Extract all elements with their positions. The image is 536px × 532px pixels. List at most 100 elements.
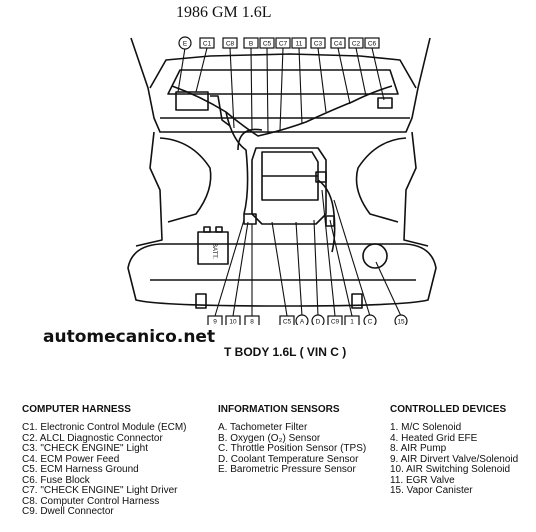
legend-item: 15. Vapor Canister [390, 485, 473, 496]
top-callout-label: C5 [263, 41, 272, 48]
top-callout-marker [178, 36, 192, 50]
valve-cover [261, 151, 319, 201]
top-callout-marker [222, 37, 238, 49]
right-strut-tower [355, 137, 407, 223]
legend-heading: CONTROLLED DEVICES [390, 404, 507, 415]
bottom-callout-label: 9 [213, 319, 217, 326]
top-callout-marker [291, 37, 307, 49]
harness-loop [237, 128, 263, 151]
tow-hook-right [351, 293, 363, 309]
bottom-callout-marker [363, 314, 377, 325]
legend-item: C7. "CHECK ENGINE" Light Driver [22, 485, 178, 496]
top-callout-marker [243, 37, 259, 49]
diagram-title: 1986 GM 1.6L [176, 4, 272, 21]
top-callout-label: 11 [296, 41, 303, 48]
bottom-callout-marker [327, 315, 343, 325]
top-callout-row: E C1 C8 B C5 C7 11 C3 C4 C2 C6 [178, 36, 380, 50]
legend-item: C5. ECM Harness Ground [22, 464, 139, 475]
top-callout-label: B [249, 41, 253, 48]
bottom-callout-marker [244, 315, 260, 325]
bottom-callout-label: C9 [331, 319, 340, 326]
bottom-callout-label: 1 [350, 319, 354, 326]
legend-item: C. Throttle Position Sensor (TPS) [218, 443, 367, 454]
legend-item: 9. AIR Dirvert Valve/Solenoid [390, 453, 519, 465]
engine-block [251, 147, 327, 225]
battery-label: BATT. [211, 243, 217, 259]
legend-item: 4. Heated Grid EFE [390, 432, 478, 444]
ecm-harness [210, 95, 231, 127]
diagram-subtitle: T BODY 1.6L ( VIN C ) [224, 345, 347, 359]
bottom-callout-marker [394, 314, 408, 325]
firewall-line [149, 53, 417, 89]
top-callout-marker [310, 37, 326, 49]
bottom-callout-label: D [316, 319, 321, 326]
top-callout-label: C8 [226, 41, 235, 48]
top-callout-marker [364, 37, 380, 49]
top-leaders [177, 47, 385, 135]
top-callout-label: C1 [203, 41, 212, 48]
legend-item: D. Coolant Temperature Sensor [218, 453, 359, 465]
legend-item: 11. EGR Valve [390, 474, 455, 486]
harness-branch-left [225, 111, 249, 215]
bottom-callout-marker [311, 314, 325, 325]
bottom-callout-label: C5 [283, 319, 292, 326]
bottom-callout-label: 10 [229, 319, 237, 326]
top-callout-marker [275, 37, 291, 49]
bottom-callout-marker [295, 314, 309, 325]
left-strut-tower [159, 137, 212, 223]
top-callout-marker [199, 37, 215, 49]
legend-computer-harness: COMPUTER HARNESS C1. Electronic Control … [22, 404, 187, 518]
watermark-text: automecanico.net [43, 327, 216, 347]
cowl-outline [130, 37, 431, 133]
legend-item: A. Tachometer Filter [218, 422, 308, 433]
legend-item: B. Oxygen (O₂) Sensor [218, 432, 321, 444]
bottom-callout-label: 15 [397, 319, 405, 326]
top-callout-label: C7 [279, 41, 288, 48]
bottom-callout-label: C [368, 319, 373, 326]
legend-item: C6. Fuse Block [22, 474, 90, 486]
sensor-connector [315, 171, 327, 183]
front-bumper [127, 243, 437, 307]
legend-item: C9. Dwell Connector [22, 506, 114, 517]
vapor-canister [362, 243, 388, 269]
top-callout-marker [330, 37, 346, 49]
top-callout-marker [348, 37, 364, 49]
legend-item: C4. ECM Power Feed [22, 453, 120, 465]
main-harness [171, 85, 393, 137]
legend-information-sensors: INFORMATION SENSORS A. Tachometer Filter… [218, 404, 366, 476]
legend-item: C3. "CHECK ENGINE" Light [22, 443, 149, 454]
legend-item: E. Barometric Pressure Sensor [218, 464, 356, 475]
battery-terminal-left [203, 226, 211, 233]
legend-heading: INFORMATION SENSORS [218, 404, 340, 415]
legend-controlled-devices: CONTROLLED DEVICES 1. M/C Solenoid 4. He… [390, 404, 518, 497]
tow-hook-left [195, 293, 207, 309]
bottom-callout-label: A [300, 319, 305, 326]
battery-terminal-right [215, 226, 223, 233]
battery [197, 231, 229, 265]
legend-item: C1. Electronic Control Module (ECM) [22, 422, 187, 433]
left-fender [135, 131, 163, 247]
bottom-callout-label: 8 [250, 319, 254, 326]
top-callout-label: C4 [334, 41, 343, 48]
ecm-module [175, 91, 209, 111]
legend-item: C2. ALCL Diagnostic Connector [22, 432, 163, 444]
bottom-callout-marker [279, 315, 295, 325]
top-callout-label: C6 [368, 41, 377, 48]
harness-branch-right [317, 179, 336, 253]
legend-item: 8. AIR Pump [390, 443, 447, 454]
top-callout-label: E [183, 41, 188, 48]
legend-item: 1. M/C Solenoid [390, 422, 462, 433]
inner-firewall [167, 69, 399, 95]
bottom-leaders [214, 189, 402, 317]
legend-item: C8. Computer Control Harness [22, 495, 160, 507]
bottom-callout-marker [207, 315, 223, 325]
top-callout-label: C2 [352, 41, 361, 48]
top-callout-label: C3 [314, 41, 323, 48]
top-callout-marker [259, 37, 275, 49]
alcl-connector [243, 213, 257, 225]
bottom-callout-marker [344, 315, 360, 325]
fuse-block [377, 97, 393, 109]
coolant-sensor-connector [325, 215, 335, 227]
